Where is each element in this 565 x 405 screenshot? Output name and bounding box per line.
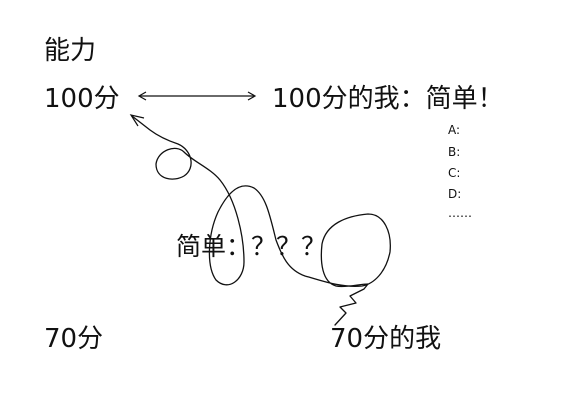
option-b: B: (448, 145, 461, 159)
middle-question-text: 简单：？？？ (176, 232, 327, 261)
score-70-label: 70分 (44, 324, 104, 354)
my-70-score-statement: 70分的我 (330, 324, 442, 354)
my-100-score-statement: 100分的我：简单！ (272, 84, 504, 114)
path-arrowhead (129, 114, 145, 127)
option-a: A: (448, 123, 461, 137)
score-100-label: 100分 (44, 84, 120, 114)
ability-heading: 能力 (44, 36, 97, 66)
option-c: C: (448, 166, 461, 180)
option-ellipsis: …… (448, 206, 472, 220)
option-d: D: (448, 187, 462, 201)
winding-path (131, 115, 391, 326)
double-arrow (137, 91, 257, 101)
